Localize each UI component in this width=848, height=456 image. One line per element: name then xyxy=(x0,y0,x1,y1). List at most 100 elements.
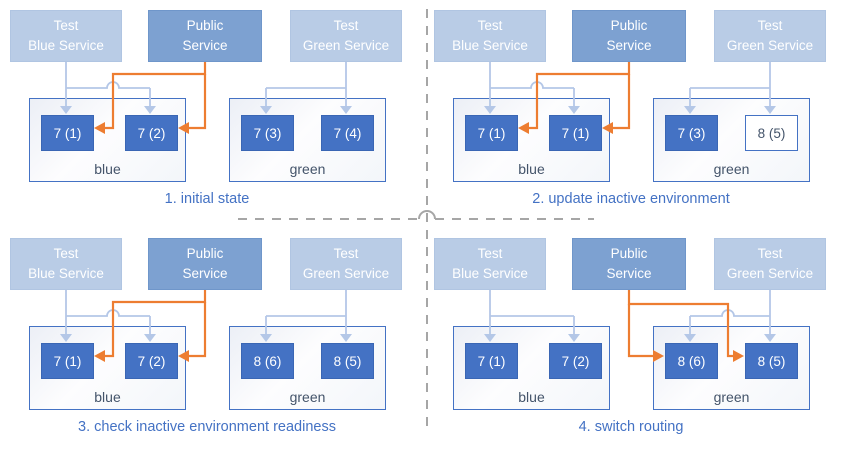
pod: 7 (3) xyxy=(241,115,294,151)
environment-label: blue xyxy=(94,161,121,177)
service-label: Test xyxy=(333,245,359,261)
pod: 7 (1) xyxy=(465,115,518,151)
service-label: Service xyxy=(606,38,652,53)
public-service-box: Public Service xyxy=(572,238,686,290)
green-environment-box: 7 (3) 7 (4) green xyxy=(229,98,386,182)
environment-label: green xyxy=(289,389,326,405)
service-label: Test xyxy=(53,17,79,33)
service-label: Service xyxy=(182,266,228,281)
step-caption: 4. switch routing xyxy=(578,419,684,435)
test-green-service-box: Test Green Service xyxy=(290,238,402,290)
pod: 7 (1) xyxy=(41,343,94,379)
test-green-service-box: Test Green Service xyxy=(290,10,402,62)
pod-label: 7 (2) xyxy=(137,125,166,141)
public-route-line xyxy=(188,302,207,358)
pod: 8 (6) xyxy=(241,343,294,379)
panel-check-inactive-environment-readiness: Test Blue Service Public Service Test Gr… xyxy=(0,228,424,456)
pod-label: 8 (6) xyxy=(677,353,706,369)
test-blue-service-box: Test Blue Service xyxy=(434,10,546,62)
blue-environment-box: 7 (1) 7 (1) blue xyxy=(453,98,610,182)
service-label: Green Service xyxy=(302,266,390,281)
pod-label: 7 (3) xyxy=(253,125,282,141)
service-label: Public xyxy=(186,17,224,33)
pod-label: 7 (1) xyxy=(561,125,590,141)
pod: 7 (1) xyxy=(549,115,602,151)
pod: 7 (4) xyxy=(321,115,374,151)
blue-environment-box: 7 (1) 7 (2) blue xyxy=(453,326,610,410)
pod: 7 (2) xyxy=(125,115,178,151)
panel-switch-routing: Test Blue Service Public Service Test Gr… xyxy=(424,228,848,456)
test-blue-service-box: Test Blue Service xyxy=(434,238,546,290)
pod: 7 (2) xyxy=(549,343,602,379)
service-label: Test xyxy=(757,17,783,33)
panel-update-inactive-environment: Test Blue Service Public Service Test Gr… xyxy=(424,0,848,228)
blue-environment-box: 7 (1) 7 (2) blue xyxy=(29,98,186,182)
test-blue-service-box: Test Blue Service xyxy=(10,238,122,290)
green-environment-box: 8 (6) 8 (5) green xyxy=(653,326,810,410)
green-environment-box: 7 (3) 8 (5) green xyxy=(653,98,810,182)
pod-label: 8 (5) xyxy=(757,125,786,141)
service-label: Blue Service xyxy=(28,38,104,53)
pod-label: 7 (2) xyxy=(137,353,166,369)
test-blue-route-line xyxy=(490,81,574,89)
test-blue-route-line xyxy=(66,309,150,317)
environment-label: blue xyxy=(94,389,121,405)
public-service-box: Public Service xyxy=(148,238,262,290)
pod-label: 7 (1) xyxy=(477,125,506,141)
step-caption: 3. check inactive environment readiness xyxy=(78,419,336,435)
service-label: Test xyxy=(333,17,359,33)
service-label: Public xyxy=(186,245,224,261)
pod-label: 8 (5) xyxy=(757,353,786,369)
public-route-line xyxy=(627,304,654,358)
environment-label: blue xyxy=(518,389,545,405)
pod: 7 (3) xyxy=(665,115,718,151)
pod: 7 (1) xyxy=(41,115,94,151)
test-green-route-line xyxy=(690,309,770,317)
service-label: Blue Service xyxy=(452,38,528,53)
service-label: Blue Service xyxy=(452,266,528,281)
service-label: Service xyxy=(182,38,228,53)
pod-label: 7 (1) xyxy=(477,353,506,369)
environment-label: green xyxy=(289,161,326,177)
service-label: Test xyxy=(757,245,783,261)
service-label: Green Service xyxy=(726,38,814,53)
pod-label: 8 (5) xyxy=(333,353,362,369)
panel-initial-state: Test Blue Service Public Service Test Gr… xyxy=(0,0,424,228)
step-caption: 2. update inactive environment xyxy=(532,191,730,207)
test-blue-route-line xyxy=(66,81,150,89)
pod-label: 7 (4) xyxy=(333,125,362,141)
pod: 8 (5) xyxy=(745,343,798,379)
green-environment-box: 8 (6) 8 (5) green xyxy=(229,326,386,410)
pod: 8 (6) xyxy=(665,343,718,379)
environment-label: blue xyxy=(518,161,545,177)
public-service-box: Public Service xyxy=(148,10,262,62)
environment-label: green xyxy=(713,161,750,177)
pod-label: 7 (1) xyxy=(53,125,82,141)
step-caption: 1. initial state xyxy=(164,191,250,207)
pod-label: 7 (3) xyxy=(677,125,706,141)
test-green-service-box: Test Green Service xyxy=(714,10,826,62)
service-label: Test xyxy=(477,17,503,33)
service-label: Test xyxy=(477,245,503,261)
public-route-line xyxy=(188,74,207,130)
service-label: Green Service xyxy=(302,38,390,53)
test-green-service-box: Test Green Service xyxy=(714,238,826,290)
service-label: Green Service xyxy=(726,266,814,281)
pod-label: 8 (6) xyxy=(253,353,282,369)
service-label: Service xyxy=(606,266,652,281)
environment-label: green xyxy=(713,389,750,405)
public-route-line xyxy=(612,74,631,130)
pod: 8 (5) xyxy=(745,115,798,151)
pod: 7 (1) xyxy=(465,343,518,379)
pod: 8 (5) xyxy=(321,343,374,379)
pod-label: 7 (1) xyxy=(53,353,82,369)
test-blue-service-box: Test Blue Service xyxy=(10,10,122,62)
service-label: Blue Service xyxy=(28,266,104,281)
service-label: Public xyxy=(610,17,648,33)
service-label: Test xyxy=(53,245,79,261)
public-service-box: Public Service xyxy=(572,10,686,62)
pod-label: 7 (2) xyxy=(561,353,590,369)
pod: 7 (2) xyxy=(125,343,178,379)
service-label: Public xyxy=(610,245,648,261)
